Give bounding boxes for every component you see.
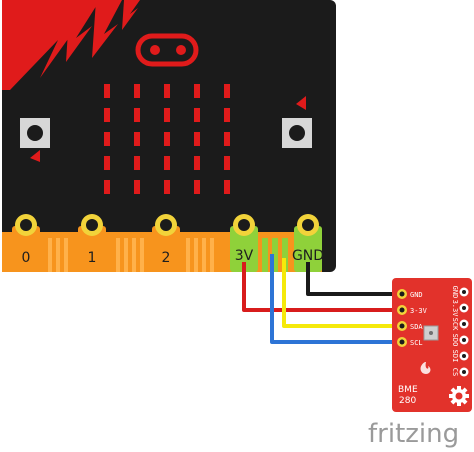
sensor-pin-label: 3-3V: [410, 307, 428, 315]
button-a[interactable]: [20, 118, 50, 162]
sensor-right-pin[interactable]: CS: [451, 367, 469, 377]
led: [194, 84, 200, 98]
sensor-right-pin[interactable]: 3.3V: [451, 300, 469, 318]
sensor-right-pin[interactable]: SDI: [451, 350, 469, 363]
sensor-right-pin-label: SDI: [451, 350, 459, 363]
wire-3v[interactable]: [242, 262, 400, 312]
button-a-marker: [30, 150, 40, 162]
led: [194, 156, 200, 170]
microbit-logo-stripes: [2, 0, 140, 90]
sensor-chip-port: [429, 331, 433, 335]
led: [134, 84, 140, 98]
pin-label: 2: [162, 250, 171, 266]
led: [224, 84, 230, 98]
led: [104, 180, 110, 194]
gear-icon: [449, 386, 469, 406]
pin-label: GND: [292, 248, 324, 264]
wire-scl[interactable]: [270, 254, 400, 344]
pin-label: 3V: [235, 248, 254, 264]
sensor-pin-gnd[interactable]: GND: [397, 289, 423, 299]
led: [194, 180, 200, 194]
microbit-board: 0 1 2 3V: [2, 0, 336, 272]
led: [134, 180, 140, 194]
edge-connector: 0 1 2 3V: [2, 214, 324, 272]
led: [224, 108, 230, 122]
pin-label: 0: [22, 250, 31, 266]
led: [164, 156, 170, 170]
sensor-pin-sda[interactable]: SDA: [397, 321, 423, 331]
sensor-right-header: GND 3.3V SCK SDO SDI: [451, 286, 469, 377]
led: [194, 132, 200, 146]
sensor-right-pin-label: CS: [451, 368, 459, 376]
led: [104, 156, 110, 170]
pin-1[interactable]: 1: [78, 214, 106, 272]
led: [104, 84, 110, 98]
microbit-logo-dot-right: [176, 45, 186, 55]
led: [224, 156, 230, 170]
sensor-right-pin-label: 3.3V: [451, 300, 459, 318]
led: [104, 108, 110, 122]
sensor-board: [392, 278, 472, 412]
sensor-pin-label: SCL: [410, 339, 423, 347]
led: [224, 132, 230, 146]
led: [104, 132, 110, 146]
pin-gnd[interactable]: GND: [292, 214, 324, 272]
sensor-right-pin-label: SCK: [451, 318, 459, 331]
led: [134, 132, 140, 146]
sensor-left-header: GND 3-3V SDA SCL: [397, 289, 428, 347]
led: [134, 108, 140, 122]
edge-connector-small-pins: [48, 238, 288, 272]
bme280-breakout: GND 3-3V SDA SCL GND: [392, 278, 472, 412]
fritzing-logo: fritzing: [368, 419, 459, 449]
wire-sda[interactable]: [282, 258, 400, 328]
sensor-name-line2: 280: [399, 396, 416, 406]
led: [194, 108, 200, 122]
button-b[interactable]: [282, 96, 312, 148]
sensor-right-pin[interactable]: SCK: [451, 318, 469, 331]
sensor-right-pin[interactable]: SDO: [451, 334, 469, 347]
pin-2[interactable]: 2: [152, 214, 180, 272]
led: [164, 132, 170, 146]
microbit-logo-dot-left: [150, 45, 160, 55]
sensor-name-line1: BME: [398, 385, 418, 395]
sensor-pin-scl[interactable]: SCL: [397, 337, 423, 347]
wires: [242, 254, 400, 344]
led: [164, 84, 170, 98]
sensor-right-pin[interactable]: GND: [451, 286, 469, 299]
led: [224, 180, 230, 194]
sensor-pin-label: SDA: [410, 323, 423, 331]
flame-logo-icon: [420, 362, 431, 374]
led-matrix: [104, 84, 230, 194]
sensor-right-pin-label: SDO: [451, 334, 459, 347]
pin-0[interactable]: 0: [12, 214, 40, 272]
sensor-pin-3v3[interactable]: 3-3V: [397, 305, 428, 315]
microbit-logo-pill: [135, 33, 199, 67]
sensor-pin-label: GND: [410, 291, 423, 299]
led: [134, 156, 140, 170]
pin-label: 1: [88, 250, 97, 266]
led: [164, 180, 170, 194]
button-b-marker: [296, 96, 306, 110]
led: [164, 108, 170, 122]
wire-gnd[interactable]: [306, 262, 400, 296]
sensor-right-pin-label: GND: [451, 286, 459, 299]
pin-3v[interactable]: 3V: [230, 214, 258, 272]
